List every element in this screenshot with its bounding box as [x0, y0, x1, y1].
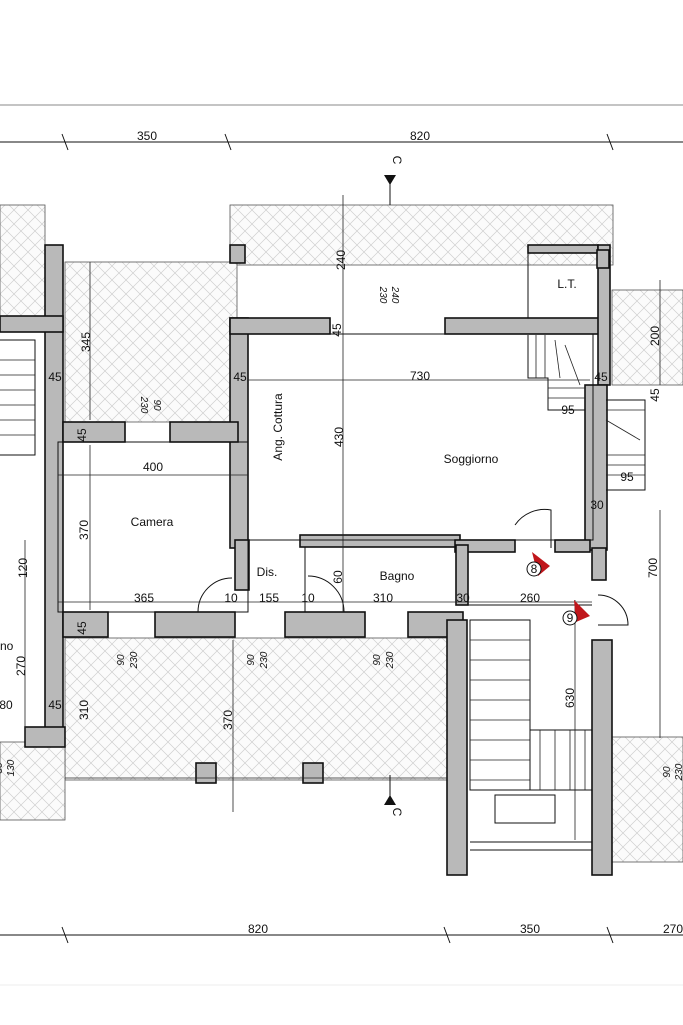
room-label-dis: Dis. — [257, 565, 278, 579]
svg-text:10: 10 — [301, 591, 315, 605]
upper-right-staircase — [527, 335, 585, 411]
left-staircase — [0, 339, 36, 456]
svg-text:365: 365 — [134, 591, 154, 605]
terrace-top-center — [229, 204, 614, 266]
section-marker-bottom: C — [384, 775, 404, 817]
svg-text:700: 700 — [646, 558, 660, 578]
svg-text:45: 45 — [330, 323, 344, 337]
svg-text:430: 430 — [332, 427, 346, 447]
svg-text:10: 10 — [224, 591, 238, 605]
door-swing-dis — [197, 577, 233, 613]
svg-text:90: 90 — [116, 654, 127, 666]
terrace-left-upper — [0, 204, 46, 318]
svg-text:120: 120 — [16, 558, 30, 578]
svg-text:130: 130 — [6, 759, 17, 776]
dimension-labels: 240 345 45 45 45 45 45 45 45 45 730 200 … — [0, 250, 662, 730]
bottom-dim-270: 270 — [663, 922, 683, 936]
svg-text:230: 230 — [377, 286, 388, 304]
bottom-dim-820: 820 — [248, 922, 268, 936]
svg-text:370: 370 — [77, 520, 91, 540]
svg-text:C: C — [390, 156, 404, 165]
room-label-camera: Camera — [131, 515, 174, 529]
svg-text:400: 400 — [143, 460, 163, 474]
svg-text:240: 240 — [334, 250, 348, 270]
svg-text:200: 200 — [648, 326, 662, 346]
svg-text:230: 230 — [129, 651, 140, 669]
svg-text:310: 310 — [373, 591, 393, 605]
svg-text:45: 45 — [233, 370, 247, 384]
terrace-right-lower — [609, 736, 683, 863]
svg-text:155: 155 — [259, 591, 279, 605]
svg-text:90: 90 — [372, 654, 383, 666]
svg-text:45: 45 — [48, 698, 62, 712]
bottom-dimension-chain: 820 350 270 — [0, 922, 683, 944]
svg-text:9: 9 — [567, 611, 574, 625]
svg-text:630: 630 — [563, 688, 577, 708]
svg-text:370: 370 — [221, 710, 235, 730]
svg-text:60: 60 — [331, 570, 345, 584]
room-label-lt: L.T. — [557, 277, 576, 291]
door-swing-entry — [514, 508, 552, 548]
walls — [0, 244, 613, 876]
top-dimension-chain: 350 820 — [0, 129, 683, 151]
terrace-top-left — [64, 261, 238, 423]
top-dim-350: 350 — [137, 129, 157, 143]
svg-text:95: 95 — [561, 403, 575, 417]
svg-text:95: 95 — [620, 470, 634, 484]
room-label-partial: no — [0, 639, 14, 653]
interior-lines — [57, 250, 594, 613]
top-dim-820: 820 — [410, 129, 430, 143]
section-marker-top: C — [384, 156, 404, 205]
svg-text:240: 240 — [389, 286, 400, 304]
svg-text:230: 230 — [385, 651, 396, 669]
svg-text:310: 310 — [77, 700, 91, 720]
room-label-bagno: Bagno — [380, 569, 415, 583]
view-marker-9: 9 — [562, 600, 590, 626]
svg-text:45: 45 — [594, 370, 608, 384]
main-staircase — [469, 619, 593, 851]
svg-text:730: 730 — [410, 369, 430, 383]
door-swing-stair — [597, 594, 629, 626]
svg-text:260: 260 — [520, 591, 540, 605]
svg-text:230: 230 — [674, 763, 683, 781]
svg-text:90: 90 — [151, 399, 162, 411]
svg-text:45: 45 — [75, 428, 89, 442]
svg-text:90: 90 — [246, 654, 257, 666]
svg-text:270: 270 — [14, 656, 28, 676]
view-marker-8: 8 — [526, 552, 550, 577]
svg-text:45: 45 — [48, 370, 62, 384]
svg-text:45: 45 — [648, 388, 662, 402]
svg-text:230: 230 — [138, 396, 149, 414]
bottom-dim-350: 350 — [520, 922, 540, 936]
room-label-soggiorno: Soggiorno — [444, 452, 499, 466]
svg-text:30: 30 — [456, 591, 470, 605]
svg-text:30: 30 — [0, 762, 5, 774]
terrace-bottom-center — [64, 637, 448, 781]
svg-text:80: 80 — [0, 698, 13, 712]
svg-text:8: 8 — [531, 562, 538, 576]
svg-text:C: C — [390, 808, 404, 817]
svg-text:230: 230 — [259, 651, 270, 669]
svg-text:90: 90 — [662, 766, 673, 778]
inner-dimension-lines — [24, 195, 661, 840]
svg-text:30: 30 — [590, 498, 604, 512]
window-annotations: 90 230 240 230 90 230 90 230 90 230 90 2… — [0, 286, 683, 782]
room-label-ang-cottura: Ang. Cottura — [271, 393, 285, 461]
right-side-staircase — [605, 399, 646, 491]
terrace-right-upper — [611, 289, 683, 386]
svg-text:45: 45 — [75, 621, 89, 635]
svg-text:345: 345 — [79, 332, 93, 352]
terrace-left-lower — [0, 741, 66, 821]
